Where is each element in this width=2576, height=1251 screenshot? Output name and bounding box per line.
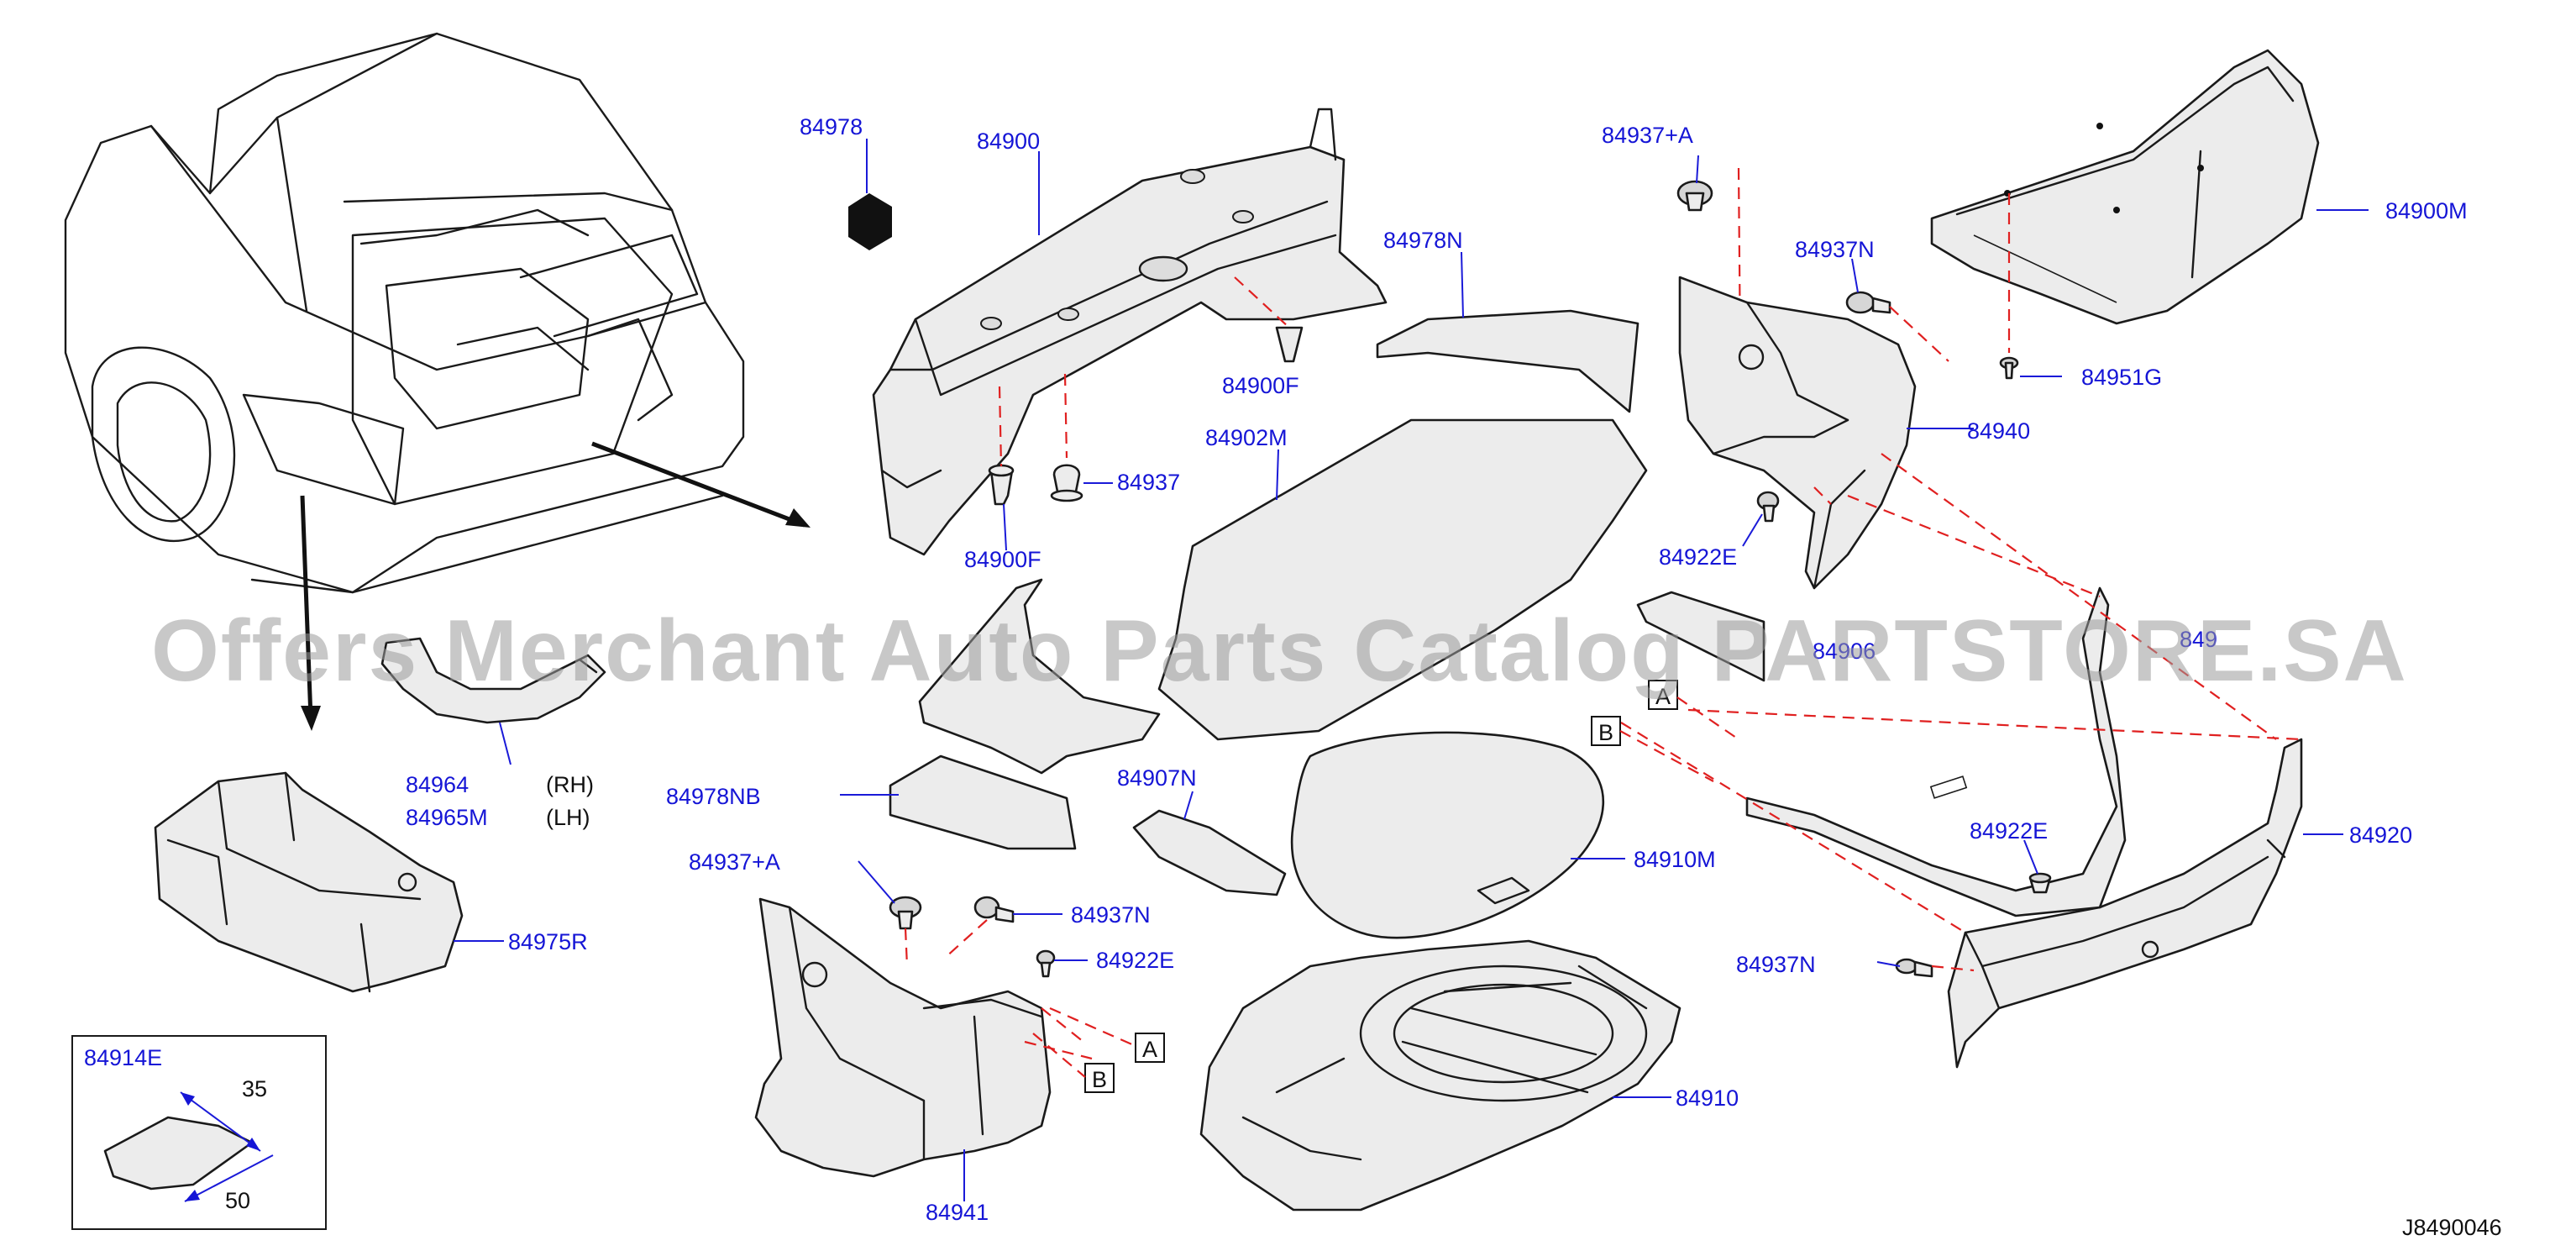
part-84978N-shape <box>1376 309 1640 413</box>
callout-84978: 84978 <box>800 114 863 139</box>
ref-box-a-upper <box>1648 680 1678 710</box>
ref-letter-b-upper: B <box>1598 720 1613 745</box>
clip-84937A-lower-icon <box>889 896 922 930</box>
part-84902M-floor-mat <box>1157 418 1648 741</box>
callout-84937A-top: 84937+A <box>1602 123 1693 148</box>
dimension-label-50: 50 <box>225 1188 250 1213</box>
ref-letter-a-upper: A <box>1655 684 1671 709</box>
callout-84978N: 84978N <box>1383 228 1463 253</box>
callout-84902M: 84902M <box>1205 425 1288 450</box>
callout-84910M: 84910M <box>1634 847 1716 872</box>
ref-box-b-lower <box>1084 1063 1115 1093</box>
callout-84978NB: 84978NB <box>666 784 761 809</box>
watermark-text: Offers Merchant Auto Parts Catalog PARTS… <box>151 602 2408 700</box>
dim-arrow-icon <box>246 1138 260 1151</box>
callout-84937: 84937 <box>1117 470 1180 495</box>
part-84940-side-trim <box>1678 276 1917 590</box>
callout-84900M: 84900M <box>2385 198 2468 223</box>
part-84910-spare-well <box>1199 939 1681 1212</box>
callout-84937N-right: 84937N <box>1736 952 1816 977</box>
label-rh: (RH) <box>546 772 594 797</box>
part-84964-hook <box>380 637 606 724</box>
callout-84914E: 84914E <box>84 1045 162 1070</box>
callout-84937N-top: 84937N <box>1795 237 1875 262</box>
callout-84900: 84900 <box>977 129 1040 154</box>
callout-84941: 84941 <box>926 1200 989 1225</box>
callout-84937A-lower: 84937+A <box>689 849 780 875</box>
clip-84922E-mid-icon <box>1036 949 1056 978</box>
clip-84937N-mid-icon <box>973 896 1015 923</box>
callout-84937N-mid: 84937N <box>1071 902 1151 928</box>
ref-letter-b-lower: B <box>1092 1067 1107 1092</box>
clip-84900F-lower-icon <box>988 464 1015 506</box>
callout-84906-partial: 84906 <box>1813 639 1876 664</box>
part-84910M-spare-cover <box>1290 731 1605 939</box>
clip-84937N-right-icon <box>1895 958 1933 978</box>
callout-84940: 84940 <box>1967 418 2030 444</box>
car-overview <box>64 32 745 594</box>
part-84941-side-trim <box>754 897 1052 1178</box>
part-84978NA-panel <box>918 578 1161 775</box>
dimension-label-35: 35 <box>242 1076 267 1101</box>
callout-84920: 84920 <box>2349 823 2412 848</box>
callout-84900F-upper: 84900F <box>1222 373 1299 398</box>
clip-84922E-lower-icon <box>2028 872 2052 894</box>
arrow-head-icon <box>301 706 321 731</box>
dim-arrow-icon <box>185 1190 200 1201</box>
callout-84964: 84964 <box>406 772 469 797</box>
callout-84922E-right: 84922E <box>1970 818 2048 844</box>
pointer-arrow-right <box>591 441 805 528</box>
clip-84937N-top-icon <box>1845 291 1891 314</box>
callout-849-partial: 849 <box>2180 627 2217 652</box>
callout-84951G: 84951G <box>2081 365 2162 390</box>
part-84907N-wedge <box>1132 809 1287 896</box>
callout-84965M: 84965M <box>406 805 488 830</box>
clip-84900F-icon <box>1275 326 1304 363</box>
clip-84922E-icon <box>1756 491 1780 523</box>
part-84978NB-block <box>889 754 1077 850</box>
pointer-arrow-down <box>300 495 313 719</box>
callout-84922E-lower: 84922E <box>1096 948 1174 973</box>
ref-letter-a-lower: A <box>1142 1037 1157 1062</box>
clip-84951G-icon <box>1999 356 2019 380</box>
callout-84910: 84910 <box>1676 1085 1739 1111</box>
part-84975R-foam-box <box>154 771 464 993</box>
part-84906-panel <box>1636 591 1765 682</box>
clip-84937-icon <box>1050 464 1083 502</box>
dimension-line-35 <box>180 1091 261 1152</box>
dim-arrow-icon <box>181 1092 195 1106</box>
callout-84975R: 84975R <box>508 929 588 954</box>
clip-84937A-top-icon <box>1676 180 1713 212</box>
part-trunk-rail <box>1745 586 2127 917</box>
ref-box-a-lower <box>1135 1033 1165 1063</box>
arrow-head-icon <box>785 508 811 528</box>
callout-84907N: 84907N <box>1117 765 1197 791</box>
diagram-code: J8490046 <box>2402 1215 2502 1240</box>
part-84920-sill-trim <box>1947 738 2303 1069</box>
part-84900M-lid-trim <box>1930 49 2320 325</box>
callout-84900F-lower: 84900F <box>964 547 1041 572</box>
part-84914E-pad <box>103 1116 254 1191</box>
label-lh: (LH) <box>546 805 590 830</box>
ref-box-b-upper <box>1591 716 1621 746</box>
dimension-line-50 <box>184 1154 274 1202</box>
callout-84922E-upper: 84922E <box>1659 544 1737 570</box>
clip-84978-shape <box>848 193 892 250</box>
